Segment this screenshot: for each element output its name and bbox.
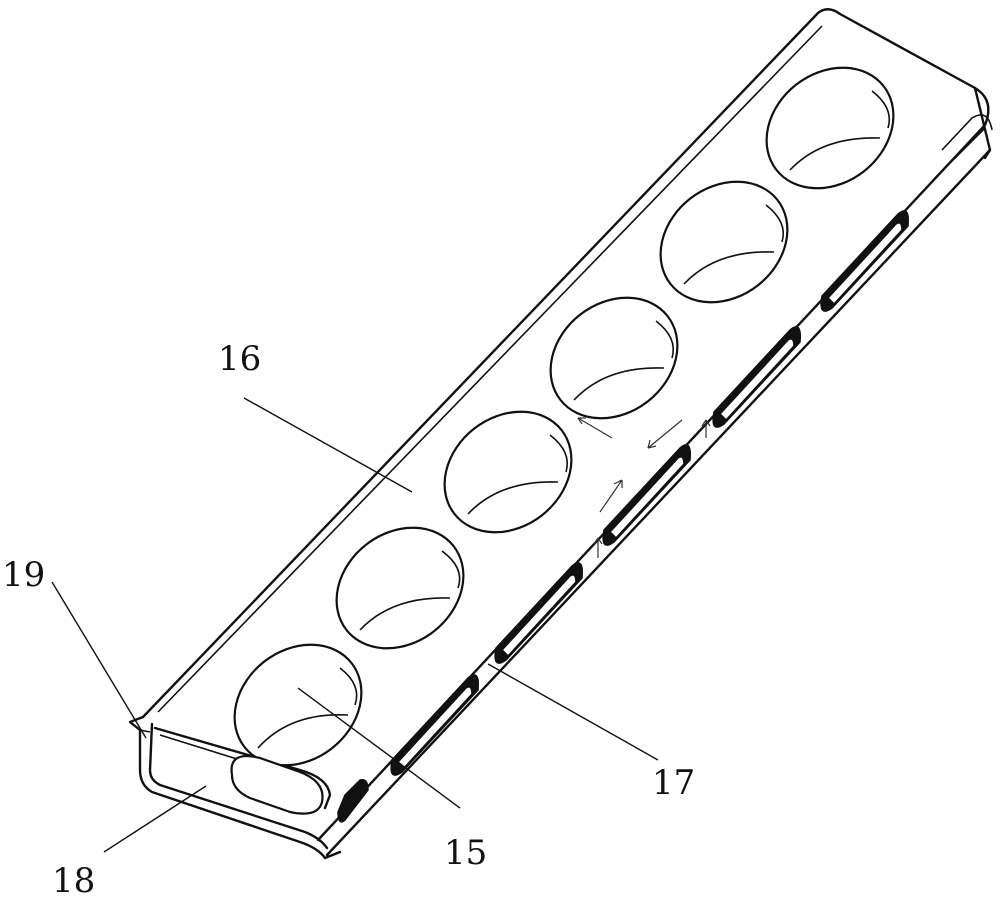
leader-18: [104, 786, 206, 852]
slot-3: [495, 563, 582, 663]
slot-2: [391, 675, 478, 775]
leader-16: [244, 398, 412, 492]
hole-6: [743, 43, 918, 213]
hole-5: [637, 157, 812, 327]
hole-4: [527, 273, 702, 443]
label-17: 17: [652, 763, 695, 803]
label-15: 15: [444, 833, 487, 873]
hole-3: [421, 387, 596, 557]
slot-6: [821, 211, 908, 311]
hole-bottom-front: [232, 756, 323, 814]
label-19: 19: [2, 555, 45, 595]
slot-5: [713, 327, 800, 427]
top-holes: [211, 43, 918, 814]
leader-19: [52, 582, 146, 738]
slot-4: [603, 445, 690, 545]
label-18: 18: [52, 861, 95, 901]
label-16: 16: [218, 339, 261, 379]
leader-17: [488, 664, 658, 760]
hole-2: [313, 503, 488, 673]
